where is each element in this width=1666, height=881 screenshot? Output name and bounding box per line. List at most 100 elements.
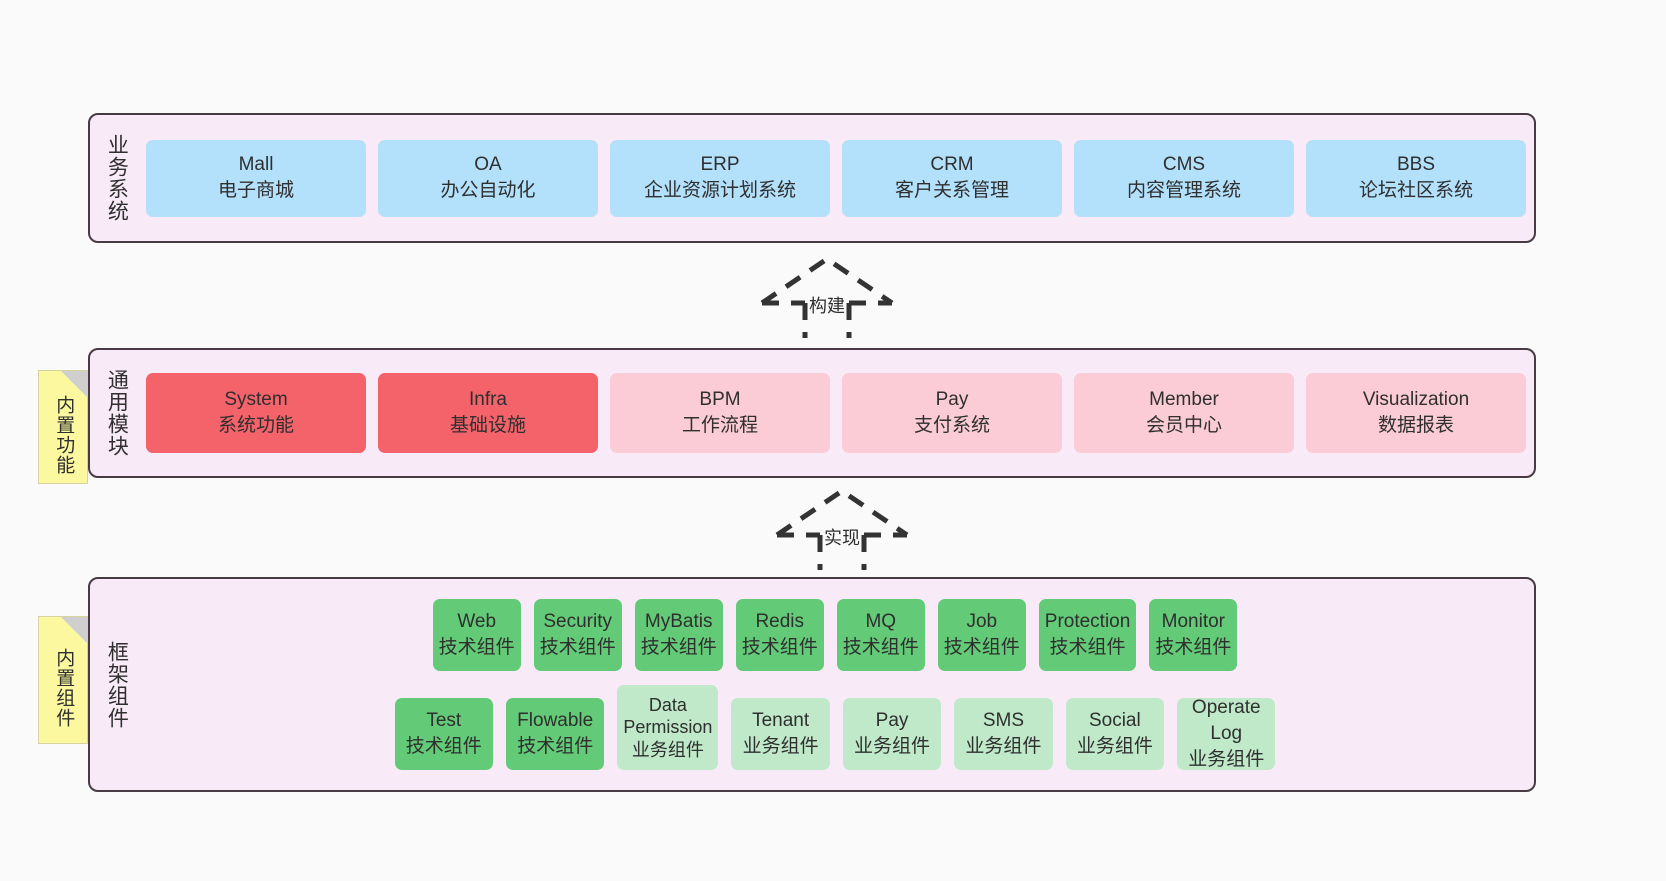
framework-card-operate-log[interactable]: Operate Log 业务组件 [1177,697,1276,770]
card-title: MQ [865,611,897,633]
framework-card-job[interactable]: Job 技术组件 [937,599,1026,671]
card-subtitle: 支付系统 [913,415,990,436]
framework-card-mybatis[interactable]: MyBatis 技术组件 [634,599,723,671]
framework-card-pay[interactable]: Pay 业务组件 [842,698,942,770]
card-subtitle: 基础设施 [449,415,526,436]
sticky-note-text: 内置组件 [53,648,75,728]
module-card-pay[interactable]: Pay 支付系统 [842,373,1062,453]
business-systems-card-list: Mall 电子商城 OA 办公自动化 ERP 企业资源计划系统 CRM 客户关系… [142,115,1534,241]
card-title: Security [543,611,613,633]
card-title: Visualization [1362,389,1470,411]
framework-card-social[interactable]: Social 业务组件 [1065,698,1165,770]
card-title: BPM [699,389,741,411]
dashed-hollow-arrow-icon [760,255,894,338]
card-subtitle: 技术组件 [842,637,919,658]
card-subtitle: 技术组件 [517,736,594,757]
card-title: Protection [1044,611,1131,633]
business-card-cms[interactable]: CMS 内容管理系统 [1074,139,1294,217]
framework-card-security[interactable]: Security 技术组件 [533,599,622,671]
framework-card-tenant[interactable]: Tenant 业务组件 [731,698,830,770]
card-subtitle: 业务组件 [1188,748,1265,770]
general-modules-card-list: System 系统功能 Infra 基础设施 BPM 工作流程 Pay 支付系统… [142,350,1534,476]
card-subtitle: 会员中心 [1145,415,1222,436]
card-title: Infra [468,389,508,411]
business-card-oa[interactable]: OA 办公自动化 [378,139,598,217]
card-title: Mall [238,154,274,176]
framework-card-web[interactable]: Web 技术组件 [432,599,521,671]
card-title: BBS [1396,154,1436,176]
general-modules-layer-title: 通用模块 [105,369,129,457]
card-subtitle: 技术组件 [539,637,616,658]
card-title: Pay [935,389,969,411]
card-subtitle: 电子商城 [217,180,294,201]
card-subtitle: 技术组件 [943,637,1020,658]
framework-card-protection[interactable]: Protection 技术组件 [1038,599,1137,671]
note-fold-corner-icon [61,371,87,397]
business-card-bbs[interactable]: BBS 论坛社区系统 [1306,139,1526,217]
card-subtitle: 企业资源计划系统 [643,180,796,201]
generalization-arrow-implement: 实现 [772,487,912,572]
card-subtitle: 技术组件 [1049,637,1126,658]
module-card-member[interactable]: Member 会员中心 [1074,373,1294,453]
card-title: Social [1088,710,1141,732]
framework-components-grid: Web 技术组件 Security 技术组件 MyBatis 技术组件 Redi… [142,579,1534,790]
sticky-note-builtin-function: 内置功能 [38,370,88,484]
card-title: Job [966,611,998,633]
business-card-erp[interactable]: ERP 企业资源计划系统 [610,139,830,217]
card-subtitle: 技术组件 [1155,637,1232,658]
business-card-crm[interactable]: CRM 客户关系管理 [842,139,1062,217]
card-title: Operate Log [1191,697,1261,745]
framework-card-redis[interactable]: Redis 技术组件 [735,599,824,671]
arrow-implement-label: 实现 [824,528,860,548]
framework-card-sms[interactable]: SMS 业务组件 [954,698,1053,770]
card-subtitle: 内容管理系统 [1126,180,1241,201]
card-title: Flowable [517,710,594,732]
module-card-bpm[interactable]: BPM 工作流程 [610,373,830,453]
card-title: SMS [982,710,1025,732]
framework-components-layer-title: 框架组件 [105,640,129,729]
framework-card-monitor[interactable]: Monitor 技术组件 [1149,599,1238,671]
business-systems-layer-title: 业务系统 [105,134,129,222]
card-title: CMS [1162,154,1206,176]
card-subtitle: 业务组件 [742,736,819,757]
card-title: OA [474,154,502,176]
dashed-hollow-arrow-icon [775,487,909,570]
card-subtitle: 技术组件 [640,637,717,658]
card-subtitle: 技术组件 [741,637,818,658]
card-title: MyBatis [644,611,713,633]
card-subtitle: 技术组件 [405,736,482,757]
business-systems-layer: 业务系统 Mall 电子商城 OA 办公自动化 ERP 企业资源计划系统 CRM… [88,113,1536,243]
card-title: Data Permission [623,694,713,738]
module-card-infra[interactable]: Infra 基础设施 [378,373,598,453]
card-subtitle: 业务组件 [1076,736,1153,757]
framework-row-business: Test 技术组件 Flowable 技术组件 Data Permission … [394,685,1276,770]
card-subtitle: 业务组件 [854,736,931,757]
arrow-build-label: 构建 [809,296,845,316]
framework-card-data-permission[interactable]: Data Permission 业务组件 [617,685,719,770]
card-title: System [224,389,288,411]
business-card-mall[interactable]: Mall 电子商城 [146,139,366,217]
framework-card-flowable[interactable]: Flowable 技术组件 [506,698,605,770]
card-subtitle: 技术组件 [438,637,515,658]
card-subtitle: 办公自动化 [440,180,536,201]
card-title: Pay [875,710,909,732]
card-title: Redis [755,611,805,633]
card-subtitle: 工作流程 [681,415,758,436]
card-title: Member [1149,389,1219,411]
card-title: ERP [700,154,740,176]
card-title: Test [426,710,462,732]
module-card-system[interactable]: System 系统功能 [146,373,366,453]
generalization-arrow-build: 构建 [757,255,897,340]
card-title: CRM [930,154,974,176]
framework-components-layer: 框架组件 Web 技术组件 Security 技术组件 MyBatis 技术组件… [88,577,1536,792]
sticky-note-text: 内置功能 [53,395,75,475]
sticky-note-builtin-component: 内置组件 [38,616,88,744]
card-title: Tenant [752,710,810,732]
card-subtitle: 业务组件 [631,739,704,760]
framework-card-mq[interactable]: MQ 技术组件 [836,599,925,671]
general-modules-layer: 通用模块 System 系统功能 Infra 基础设施 BPM 工作流程 Pay… [88,348,1536,478]
card-subtitle: 系统功能 [217,415,294,436]
framework-card-test[interactable]: Test 技术组件 [394,698,493,770]
module-card-visualization[interactable]: Visualization 数据报表 [1306,373,1526,453]
card-title: Monitor [1161,611,1225,633]
